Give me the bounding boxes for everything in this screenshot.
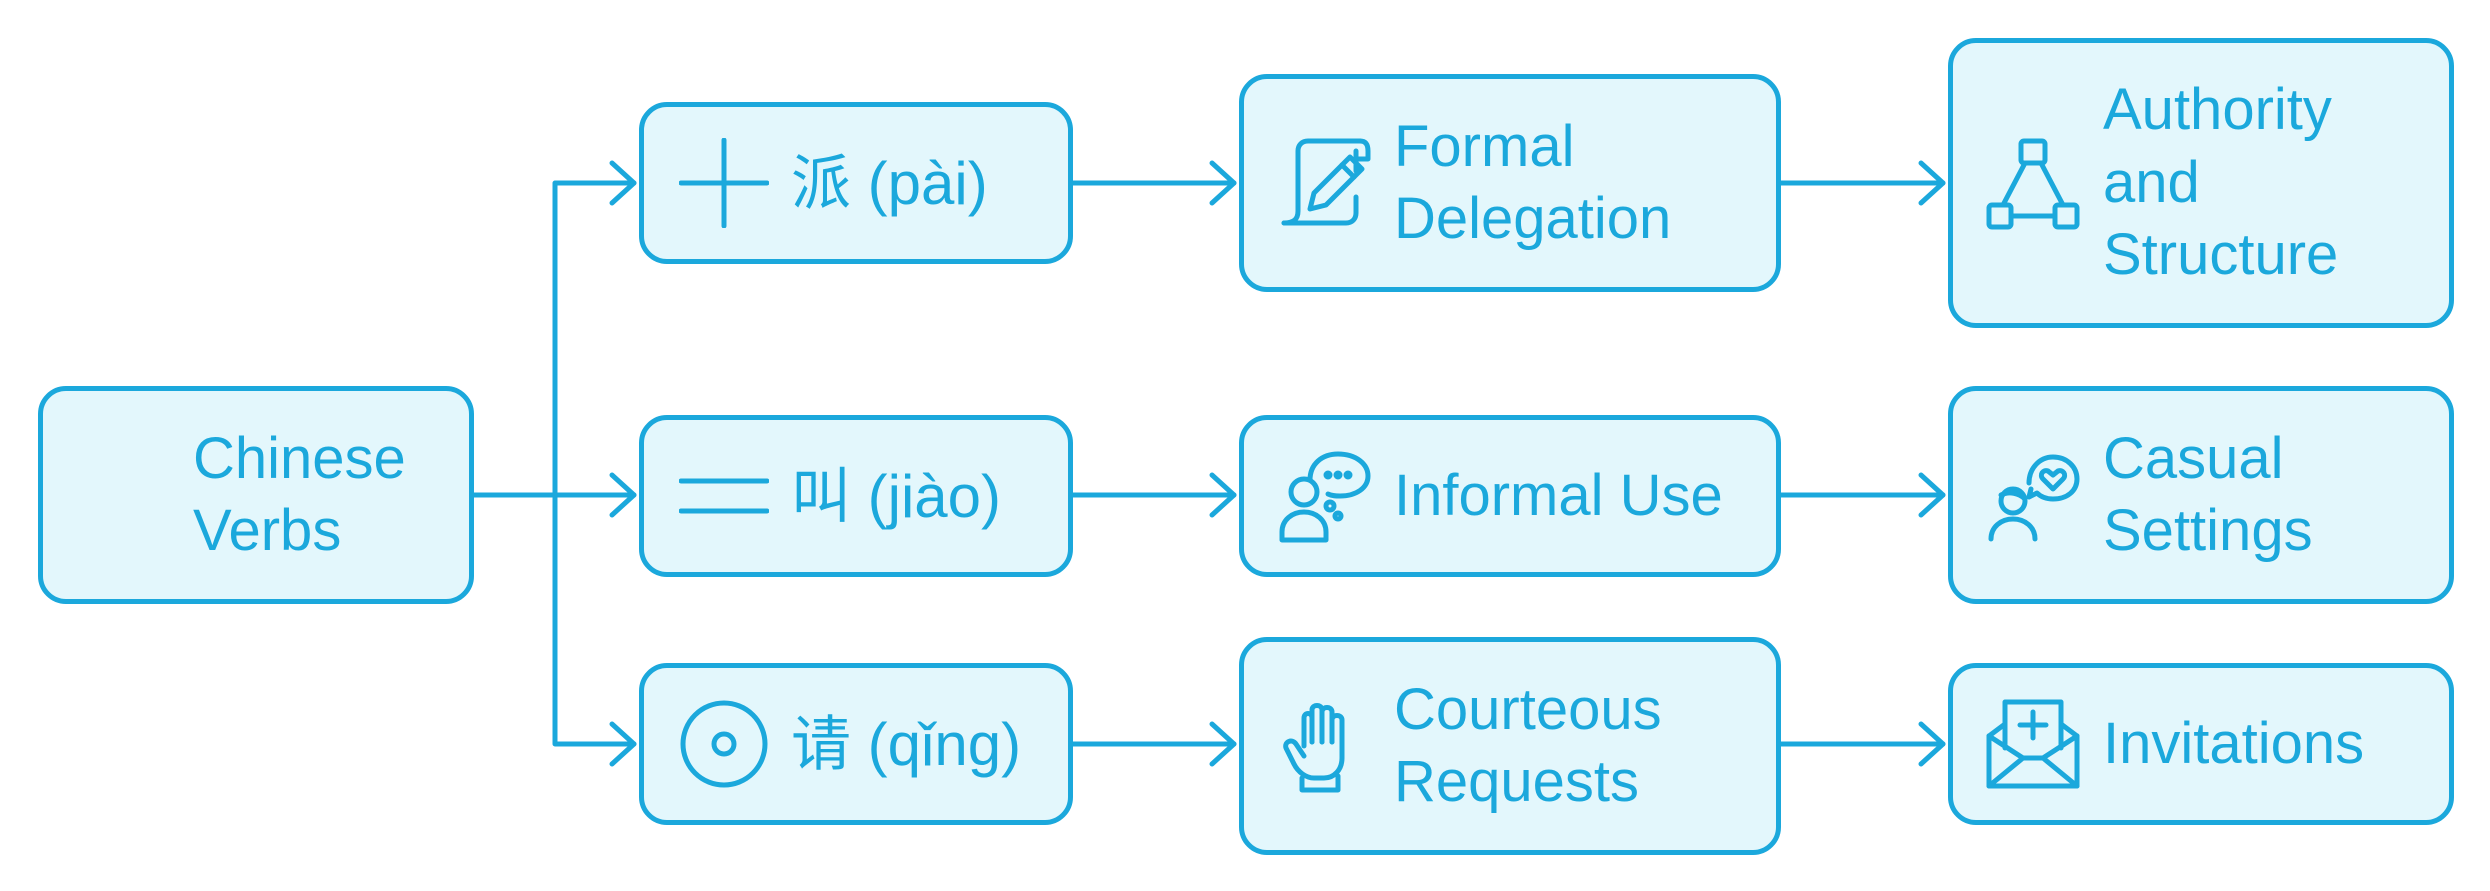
raised-hand-icon — [1276, 698, 1372, 794]
node-casual-settings: Casual Settings — [1948, 386, 2454, 604]
node-label: 派 (pài) — [791, 149, 988, 217]
node-jiao: 叫 (jiào) — [639, 415, 1073, 577]
double-line-icon — [679, 451, 769, 541]
node-chinese-verbs: Chinese Verbs — [38, 386, 474, 604]
node-informal-use: Informal Use — [1239, 415, 1781, 577]
target-circle-icon — [679, 699, 769, 789]
node-qing: 请 (qǐng) — [639, 663, 1073, 825]
node-label: 请 (qǐng) — [791, 710, 1022, 778]
pen-document-icon — [1276, 135, 1372, 231]
node-label: Casual Settings — [2103, 425, 2313, 564]
person-heart-bubble-icon — [1985, 447, 2081, 543]
node-label: Authority and Structure — [2103, 77, 2339, 288]
node-pai: 派 (pài) — [639, 102, 1073, 264]
envelope-plus-icon — [1985, 696, 2081, 792]
node-courteous-requests: Courteous Requests — [1239, 637, 1781, 855]
node-label: 叫 (jiào) — [791, 462, 1002, 530]
node-label: Courteous Requests — [1394, 676, 1662, 815]
edge-root-pai — [471, 180, 637, 498]
chat-person-icon — [1276, 448, 1372, 544]
plus-cross-icon — [679, 138, 769, 228]
node-label: Invitations — [2103, 710, 2365, 776]
node-label: Informal Use — [1394, 462, 1723, 528]
node-authority-structure: Authority and Structure — [1948, 38, 2454, 328]
hierarchy-icon — [1985, 135, 2081, 231]
edge-root-qing — [552, 492, 637, 747]
node-label: Formal Delegation — [1394, 113, 1672, 252]
node-formal-delegation: Formal Delegation — [1239, 74, 1781, 292]
node-label: Chinese Verbs — [193, 425, 406, 564]
node-invitations: Invitations — [1948, 663, 2454, 825]
